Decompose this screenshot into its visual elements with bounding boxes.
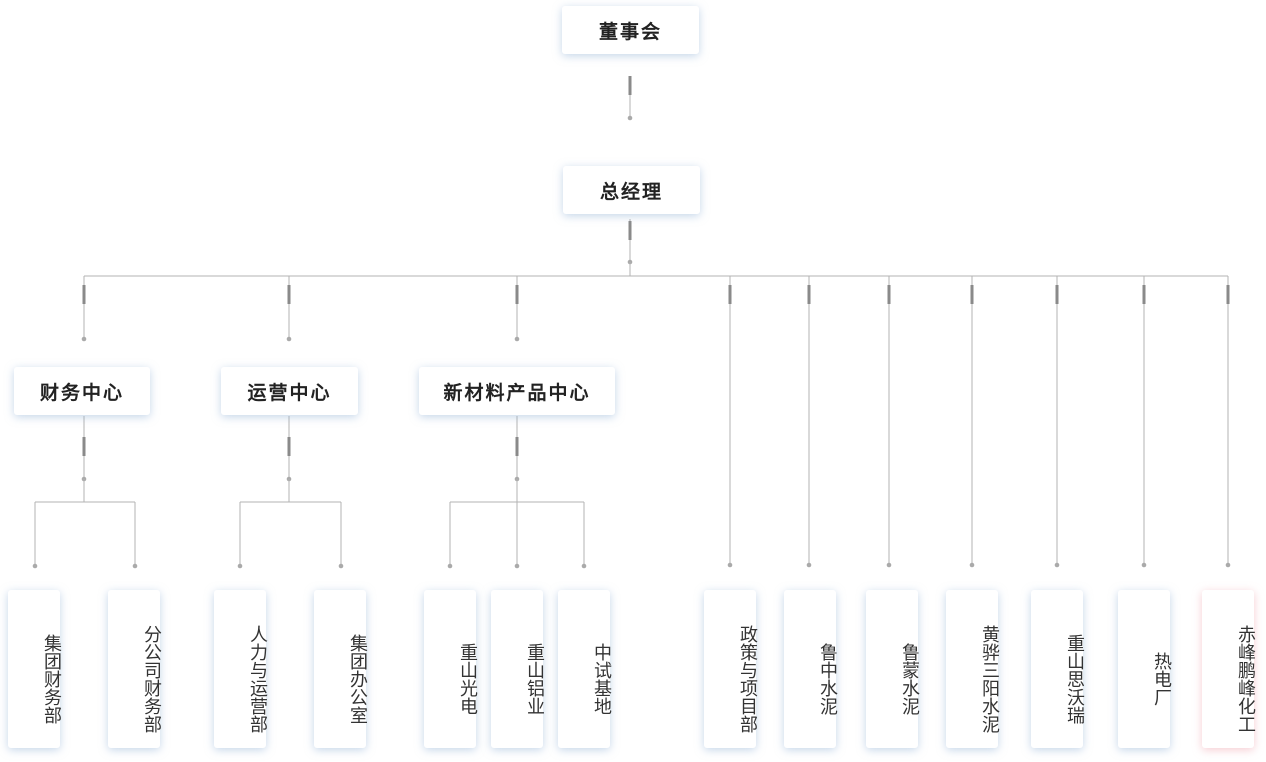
connector-dot-43 (514, 563, 520, 569)
dept-pilot-test-base[interactable]: 中试基地 (558, 590, 612, 748)
dept-policy-projects[interactable]: 政策与项目部 (704, 590, 758, 748)
dept-chifeng-pengfeng-chemical[interactable]: 赤峰鹏峰化工 (1202, 590, 1256, 748)
connector-dot-60 (1054, 562, 1060, 568)
dept-chongshan-aluminum[interactable]: 重山铝业 (491, 590, 545, 748)
connector-dot-41 (447, 563, 453, 569)
connector-dot-31 (132, 563, 138, 569)
connector-dot-16 (514, 336, 520, 342)
connector-dot-51 (806, 562, 812, 568)
dept-thermal-power-plant[interactable]: 热电厂 (1118, 590, 1172, 748)
connector-dot-48 (727, 562, 733, 568)
connector-dot-29 (32, 563, 38, 569)
dept-luzhong-cement[interactable]: 鲁中水泥 (784, 590, 838, 748)
connector-dot-35 (237, 563, 243, 569)
dept-lumeng-cement[interactable]: 鲁蒙水泥 (866, 590, 920, 748)
connector-dot-2 (627, 115, 633, 121)
dept-hr-operations[interactable]: 人力与运营部 (214, 590, 268, 748)
operations-center-node[interactable]: 运营中心 (221, 367, 358, 415)
dept-huanghua-sanyang-cement[interactable]: 黄骅三阳水泥 (946, 590, 1000, 748)
connector-dot-66 (1225, 562, 1231, 568)
connector-dot-10 (81, 336, 87, 342)
general-manager-node[interactable]: 总经理 (563, 166, 700, 214)
dept-group-finance[interactable]: 集团财务部 (8, 590, 62, 748)
dept-chongshan-photoelectric[interactable]: 重山光电 (424, 590, 478, 748)
dept-group-office[interactable]: 集团办公室 (314, 590, 368, 748)
connector-dot-63 (1141, 562, 1147, 568)
connector-dot-45 (581, 563, 587, 569)
connector-dot-54 (886, 562, 892, 568)
new-materials-center-node[interactable]: 新材料产品中心 (419, 367, 615, 415)
connector-dot-57 (969, 562, 975, 568)
dept-chongshan-swri[interactable]: 重山思沃瑞 (1031, 590, 1085, 748)
dept-branch-finance[interactable]: 分公司财务部 (108, 590, 162, 748)
connector-dot-13 (286, 336, 292, 342)
connector-dot-37 (338, 563, 344, 569)
board-node[interactable]: 董事会 (562, 6, 699, 54)
finance-center-node[interactable]: 财务中心 (14, 367, 150, 415)
